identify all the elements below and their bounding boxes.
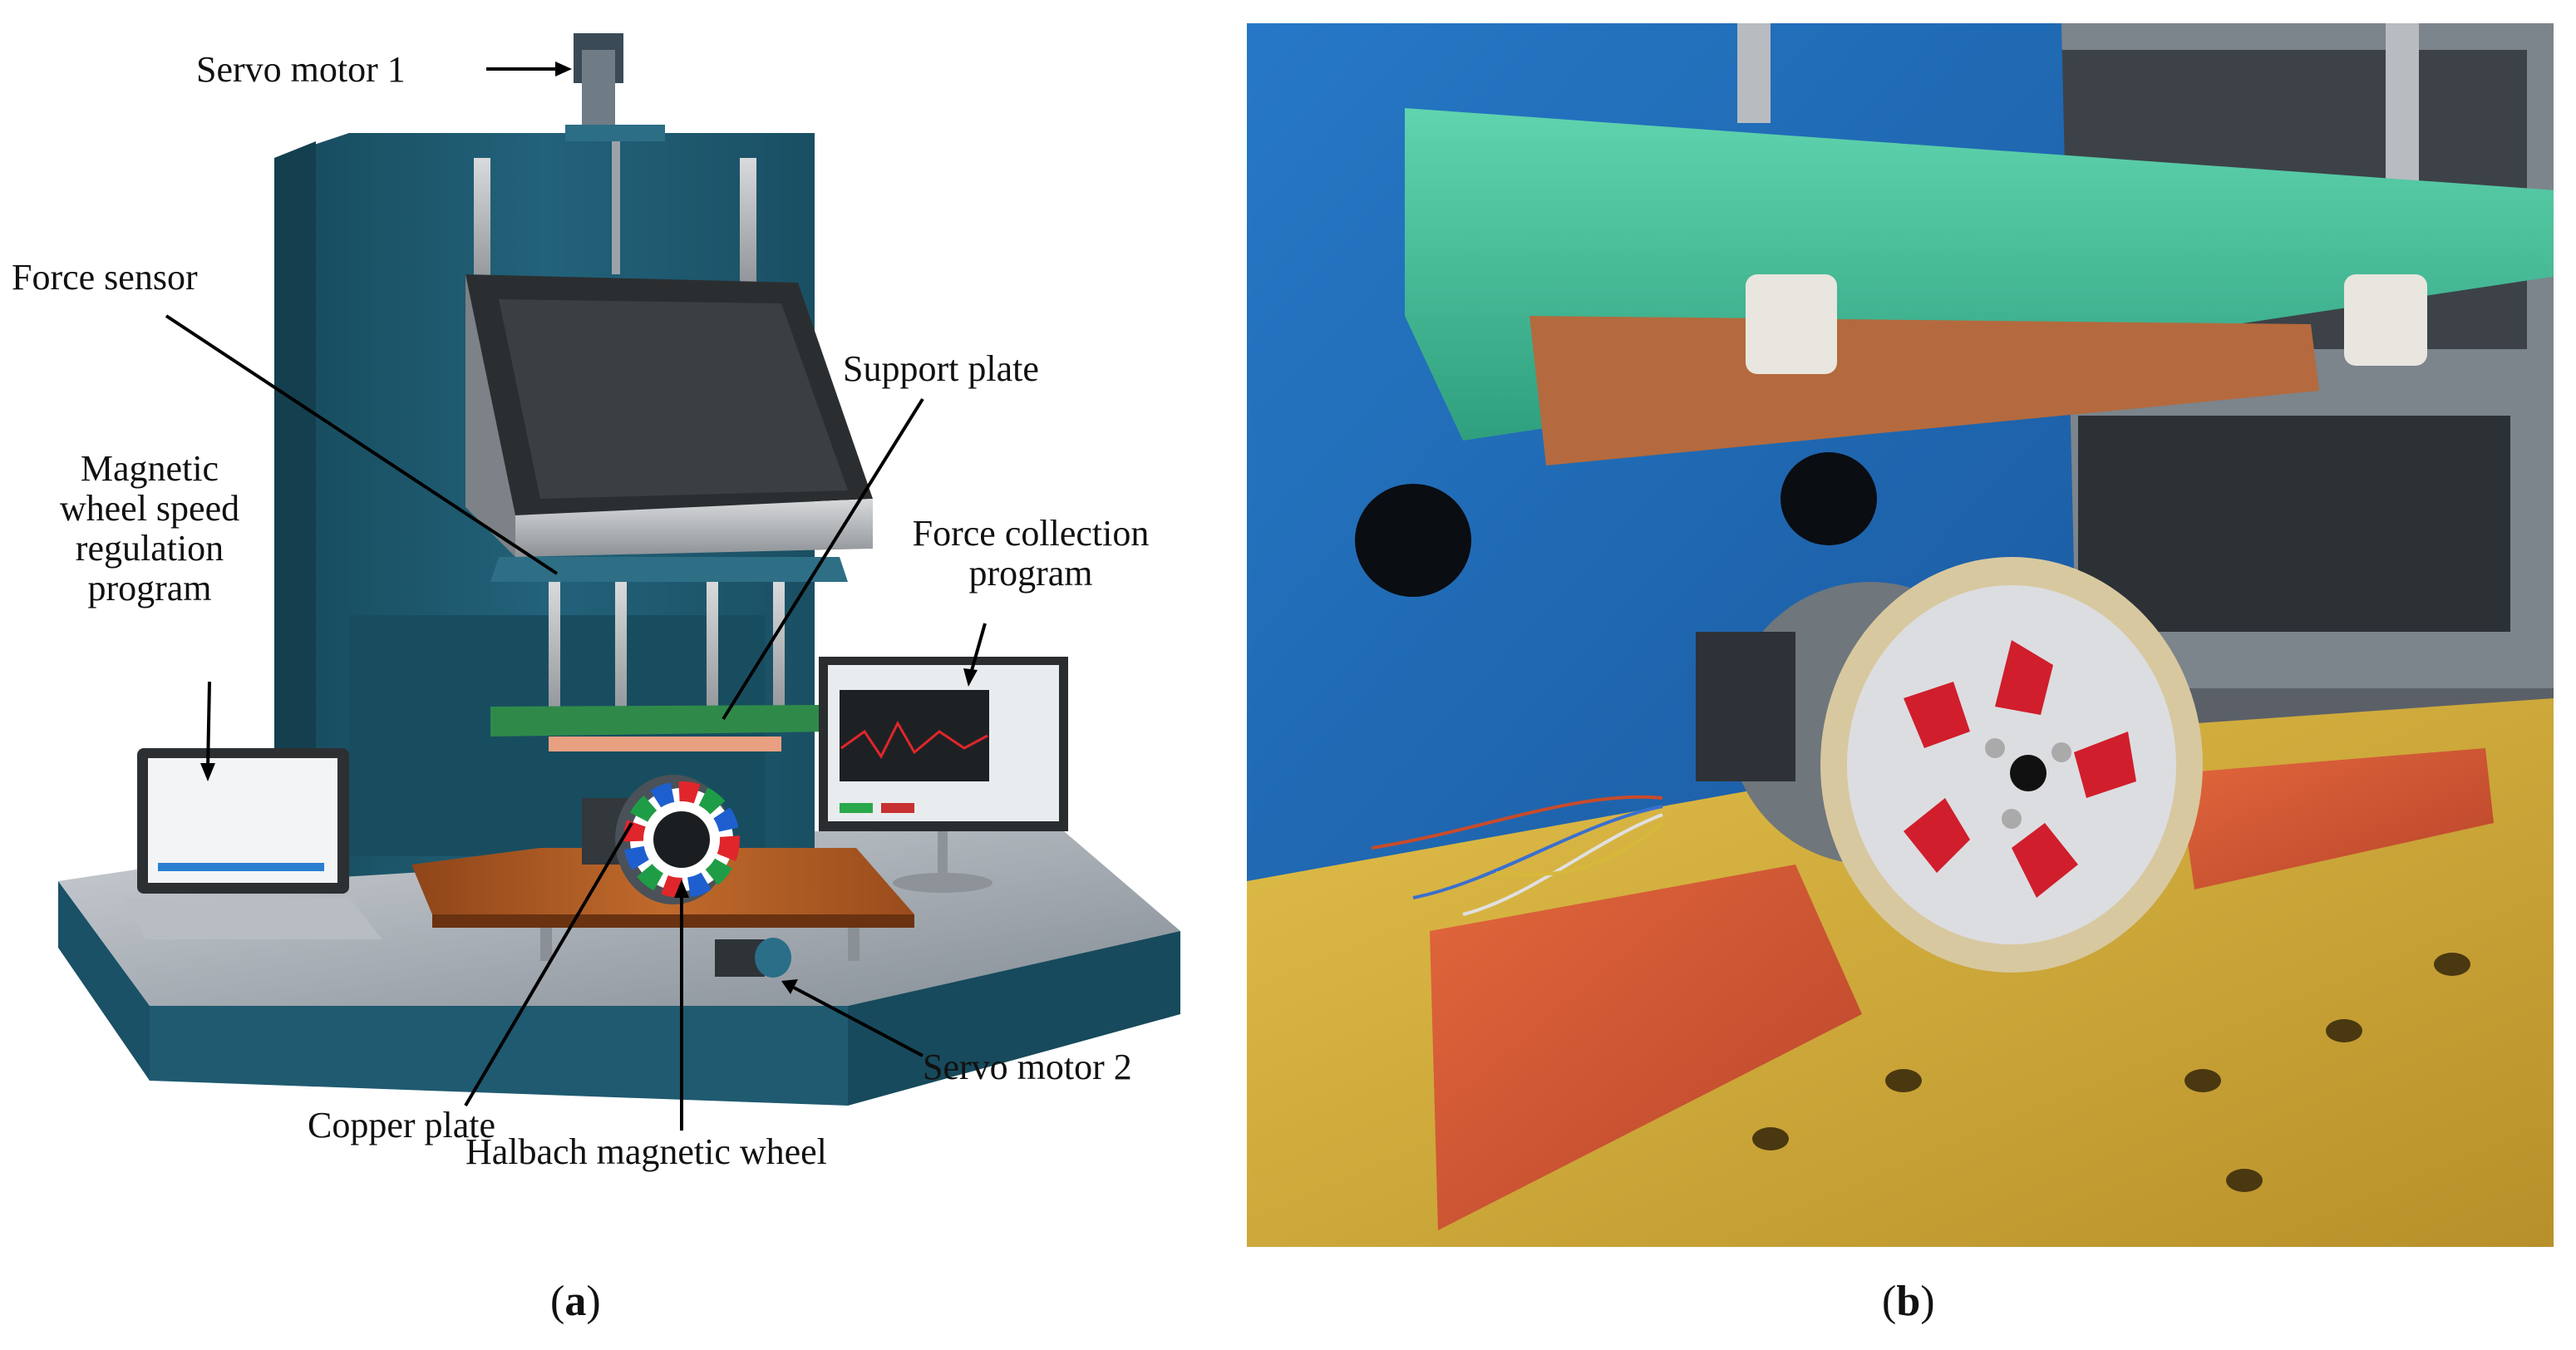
support-plate [490,705,831,737]
label-copper-plate: Copper plate [308,1105,496,1146]
label-force-collection-line2: program [968,553,1093,594]
caption-a: (a) [550,1278,601,1325]
caption-a-letter: a [564,1278,587,1325]
table-holes [1752,953,2470,1192]
copper-plate [549,737,781,751]
red-board-right [2178,748,2494,889]
servo-motor-2 [715,938,791,978]
photo-magnetic-wheel [1820,557,2203,973]
threaded-rod-2 [2386,23,2419,190]
wall-hole-right [1781,452,1877,545]
label-force-sensor: Force sensor [12,257,198,298]
label-magnetic-wheel-speed-line3: regulation [75,528,224,569]
wall-hole-left [1355,484,1471,597]
label-servo-motor-1: Servo motor 1 [196,49,406,90]
caption-b-letter: b [1896,1278,1921,1325]
label-magnetic-wheel-speed: Magnetic wheel speed regulation program [25,449,274,608]
label-magnetic-wheel-speed-line1: Magnetic [80,448,219,489]
halbach-wheel [582,775,740,904]
support-rods [549,582,785,723]
label-magnetic-wheel-speed-line2: wheel speed [59,488,240,529]
label-force-collection: Force collection program [864,514,1197,594]
red-board-left [1430,865,1862,1230]
label-servo-motor-2: Servo motor 2 [923,1047,1132,1087]
guide-rail-left [474,158,490,291]
panel-a-rendering [58,33,1180,1131]
force-sensor-plate [490,557,848,582]
label-support-plate: Support plate [843,348,1039,389]
monitor [819,657,1068,893]
guide-rail-right [740,158,756,291]
copper-bar [1529,316,2319,466]
label-halbach-wheel: Halbach magnetic wheel [465,1131,827,1172]
wires [1371,795,1664,916]
servo-motor-1 [565,33,665,274]
callout-lines [165,62,987,1131]
caption-b: (b) [1882,1278,1935,1325]
label-force-collection-line1: Force collection [912,513,1150,554]
laptop [125,748,382,939]
label-magnetic-wheel-speed-line4: program [87,568,212,608]
threaded-rod-1 [1737,23,1771,123]
upper-hopper [465,274,873,557]
